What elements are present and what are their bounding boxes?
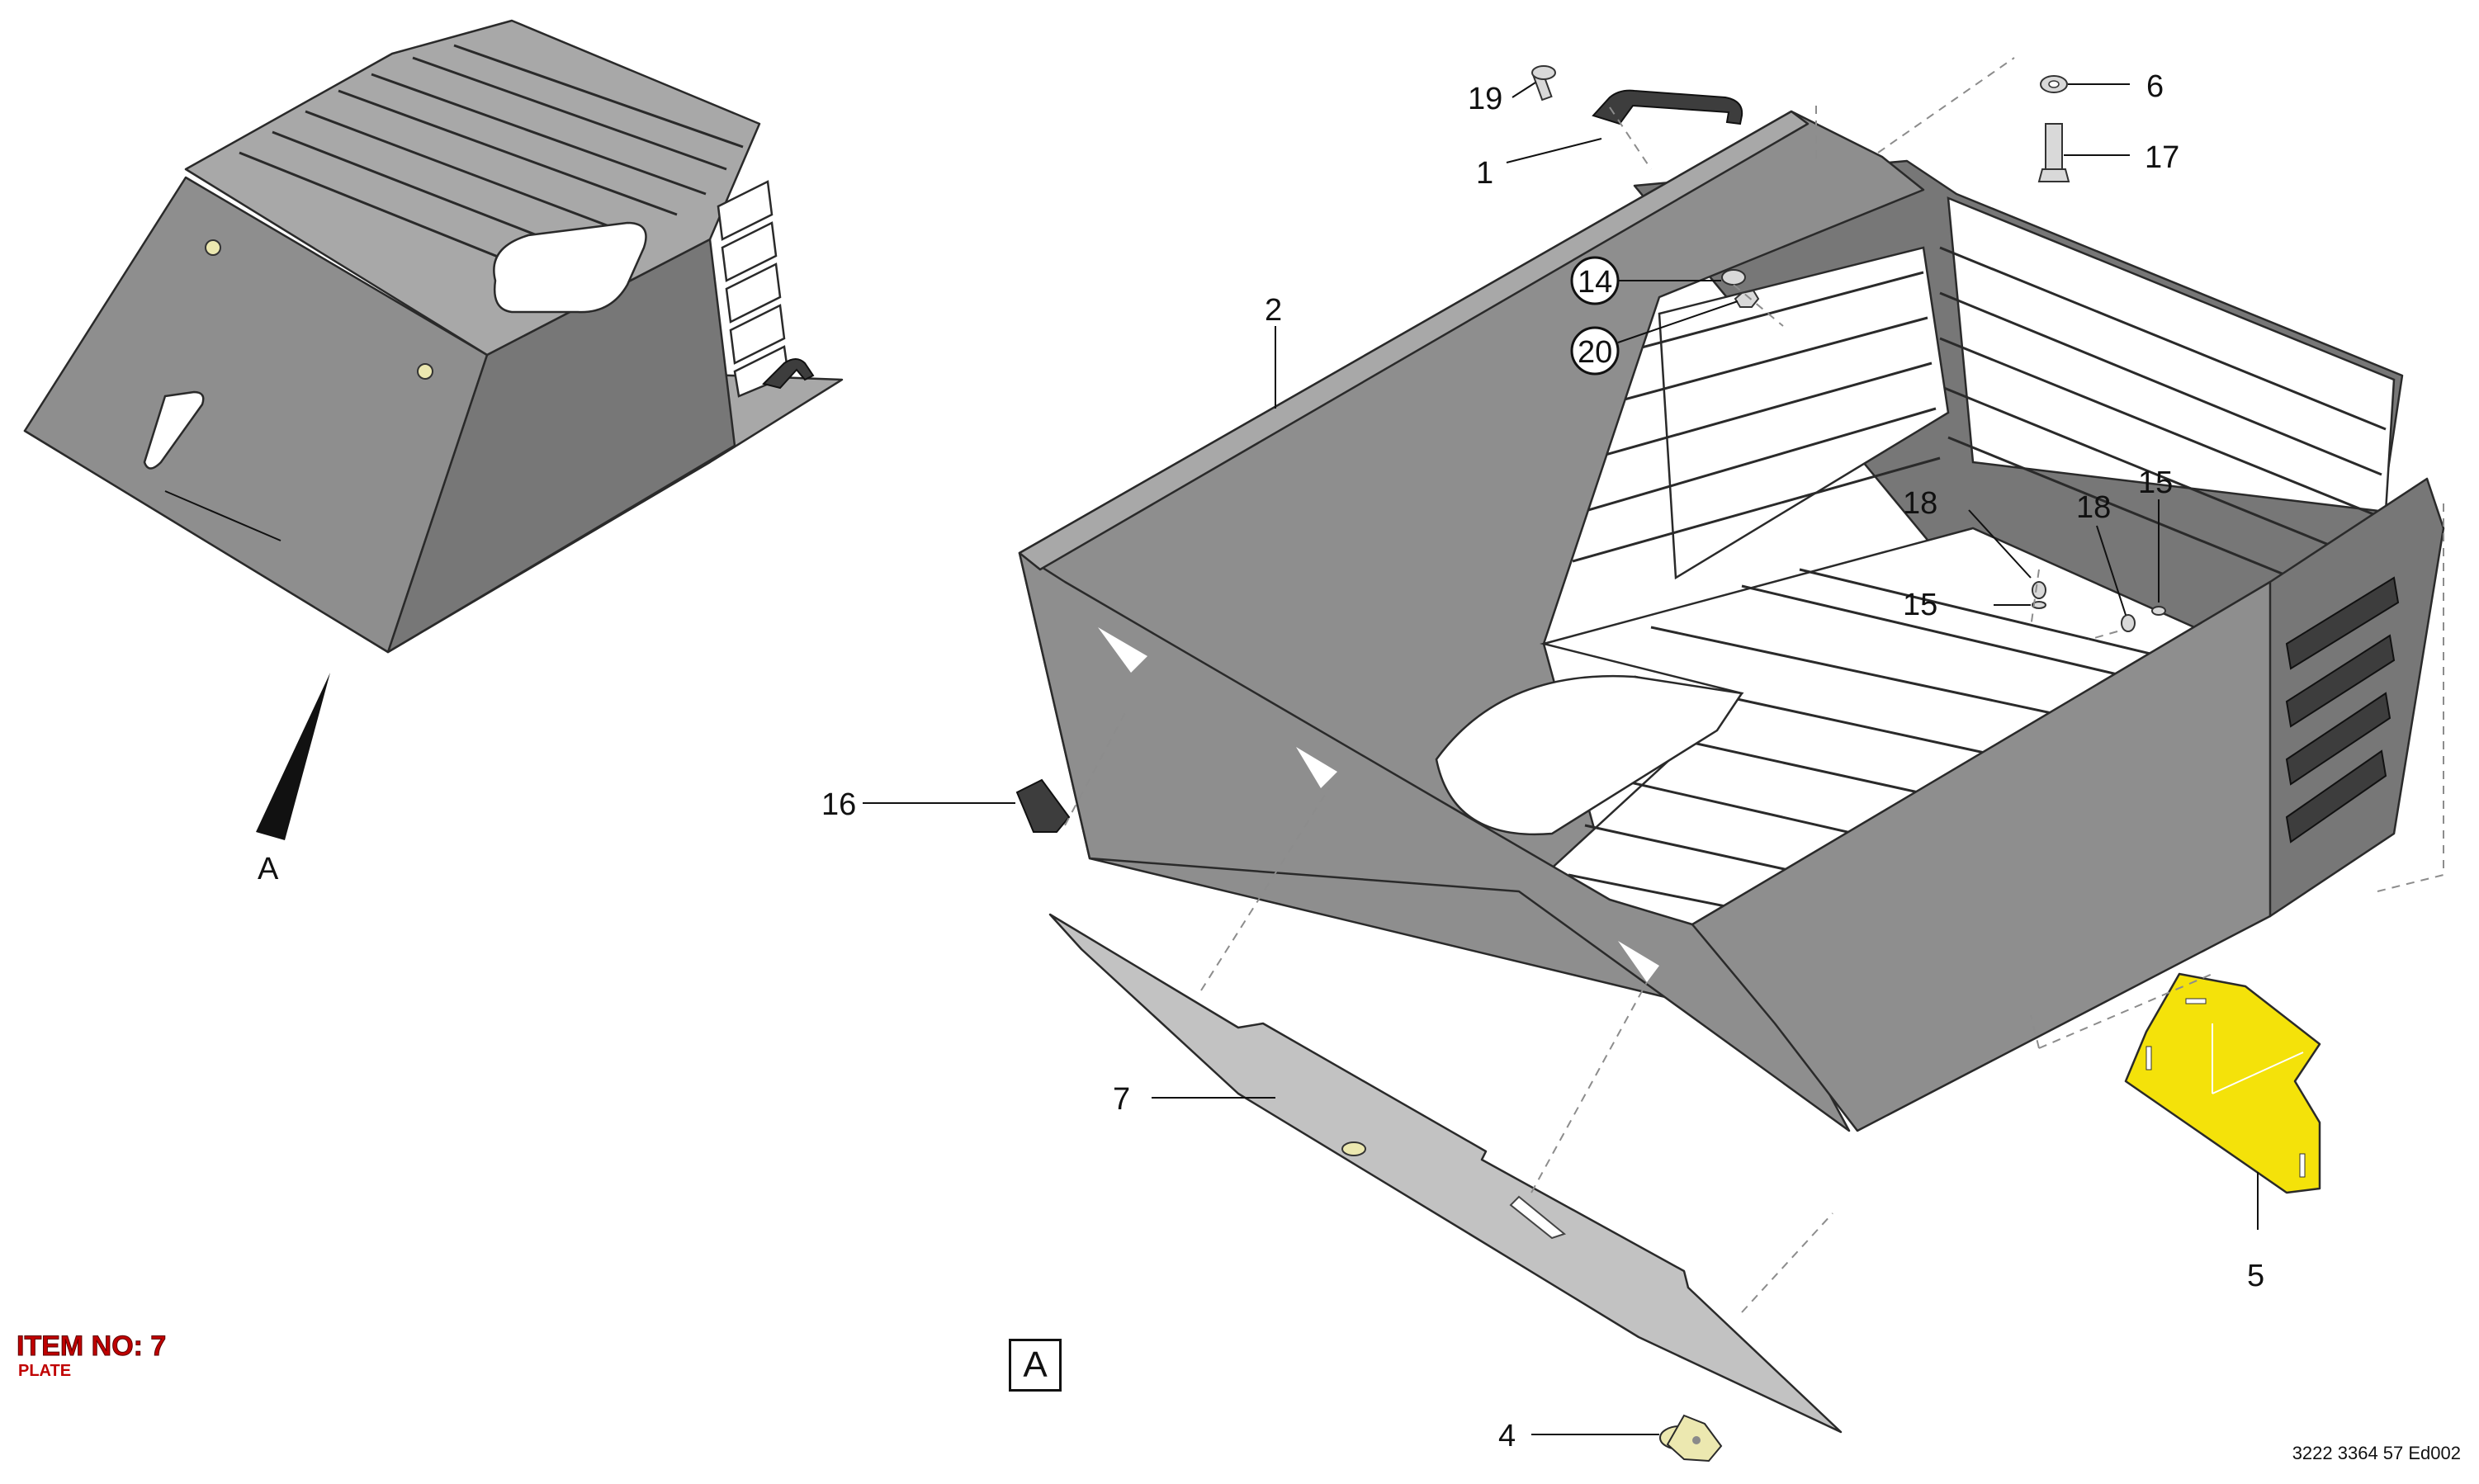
screw-part-18b <box>2121 614 2136 632</box>
callout-5: 5 <box>2247 1259 2264 1293</box>
handle-part-1 <box>1592 89 1743 125</box>
overview-top-slats <box>239 44 744 291</box>
bolt-part-19 <box>1531 65 1556 102</box>
assembly-lines <box>1064 57 2444 1313</box>
knob-part-16 <box>1015 778 1071 833</box>
callout-6: 6 <box>2146 69 2164 104</box>
callout-7: 7 <box>1113 1082 1130 1117</box>
callout-17: 17 <box>2145 140 2179 175</box>
view-arrow-label: A <box>258 852 279 886</box>
callout-15b: 15 <box>2138 466 2173 500</box>
washer-part-15a <box>2032 601 2046 609</box>
callout-20: 20 <box>1578 335 1612 370</box>
view-a-box: A <box>1009 1339 1062 1392</box>
callout-18b: 18 <box>2076 490 2111 525</box>
callout-15a: 15 <box>1903 588 1937 622</box>
plate-part-7 <box>1048 913 1843 1434</box>
knob-part-4 <box>1659 1414 1723 1463</box>
bolt-part-17 <box>2037 123 2070 182</box>
view-arrow <box>256 673 330 840</box>
washer-part-14 <box>1721 269 1746 286</box>
leader-lines <box>863 82 2259 1435</box>
callout-4: 4 <box>1498 1419 1516 1453</box>
washer-part-15b <box>2151 606 2166 616</box>
callout-19: 19 <box>1468 82 1502 116</box>
document-number: 3222 3364 57 Ed002 <box>2292 1443 2461 1463</box>
callout-18a: 18 <box>1903 486 1937 521</box>
callout-16: 16 <box>821 787 856 822</box>
callout-1: 1 <box>1476 156 1493 191</box>
nut-part-20 <box>1734 289 1760 308</box>
side-louvers <box>2285 576 2400 844</box>
bracket-part-5 <box>2124 972 2321 1194</box>
item-name-label: PLATE <box>18 1362 72 1380</box>
overview-assembly <box>23 19 844 654</box>
callout-14: 14 <box>1578 265 1612 300</box>
screw-part-18a <box>2032 581 2046 599</box>
callout-2: 2 <box>1265 293 1282 328</box>
callouts: 19 1 2 6 17 14 20 18 18 15 15 16 7 5 4 <box>821 69 2264 1453</box>
overview-side-louvers <box>717 180 790 398</box>
item-number-label: ITEM NO: 7 <box>16 1330 167 1363</box>
main-housing <box>1018 110 2445 1132</box>
